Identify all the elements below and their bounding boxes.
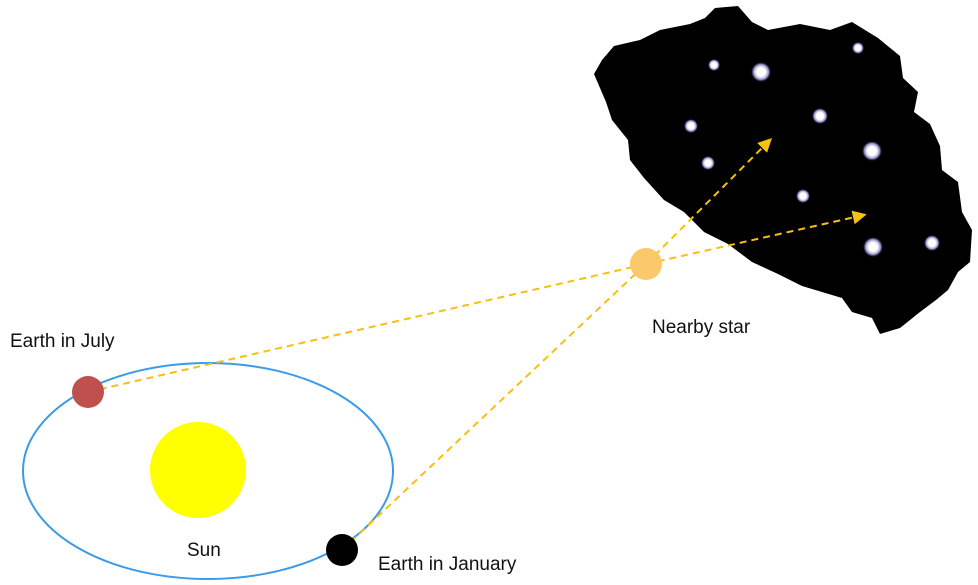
background-stars xyxy=(684,42,940,257)
background-star xyxy=(852,42,864,54)
background-star xyxy=(862,141,882,161)
earth-january-label: Earth in January xyxy=(378,554,517,575)
nearby-star-dot xyxy=(630,248,662,280)
projection-arrow-january xyxy=(645,138,772,265)
background-star xyxy=(684,119,698,133)
sight-lines xyxy=(87,138,867,551)
nearby-star-label: Nearby star xyxy=(652,317,751,338)
sun-label: Sun xyxy=(187,540,221,561)
background-sky-patch xyxy=(594,6,972,334)
earth-july-dot xyxy=(72,376,104,408)
background-star xyxy=(751,62,771,82)
sun xyxy=(150,422,246,518)
background-star xyxy=(708,59,720,71)
earth-orbit xyxy=(22,362,394,580)
earth-january-dot xyxy=(326,534,358,566)
background-star xyxy=(701,156,715,170)
background-star xyxy=(812,108,828,124)
background-star xyxy=(863,237,883,257)
background-star xyxy=(924,235,940,251)
sight-line-january xyxy=(341,263,647,551)
sight-line-july xyxy=(87,263,647,393)
projection-arrow-july xyxy=(645,210,867,265)
background-star xyxy=(796,189,810,203)
earth-july-label: Earth in July xyxy=(10,331,115,352)
